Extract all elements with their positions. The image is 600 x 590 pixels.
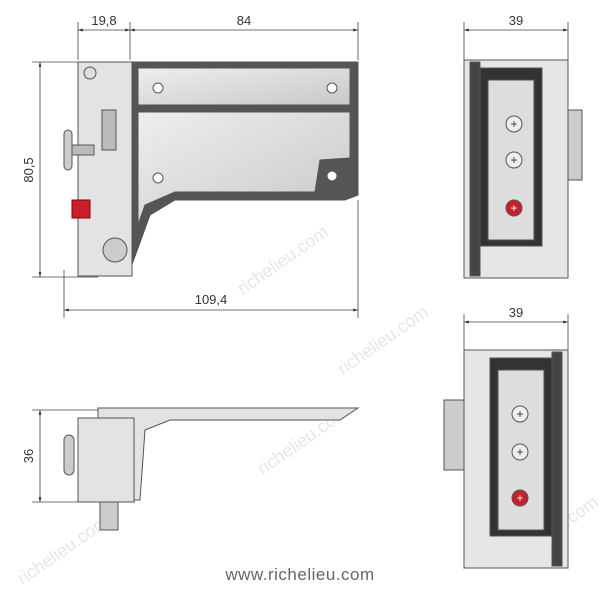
dimension-lines <box>32 22 569 503</box>
svg-text:+: + <box>516 407 523 421</box>
website-url[interactable]: www.richelieu.com <box>225 565 375 584</box>
rear-view-bottom: + + + <box>443 349 569 569</box>
dim-39-bottom: 39 <box>509 305 523 320</box>
dim-109-4: 109,4 <box>195 292 228 307</box>
dim-39-top: 39 <box>509 13 523 28</box>
svg-text:+: + <box>510 153 517 167</box>
svg-text:+: + <box>510 117 517 131</box>
rear-view-top: + + + <box>463 59 583 279</box>
dim-80-5: 80,5 <box>21 157 36 182</box>
svg-text:+: + <box>516 445 523 459</box>
front-view <box>63 61 359 277</box>
dim-19-8: 19,8 <box>91 13 116 28</box>
side-view <box>63 407 360 531</box>
svg-text:+: + <box>510 201 517 215</box>
svg-text:+: + <box>516 491 523 505</box>
dim-84: 84 <box>237 13 251 28</box>
dim-36: 36 <box>21 449 36 463</box>
